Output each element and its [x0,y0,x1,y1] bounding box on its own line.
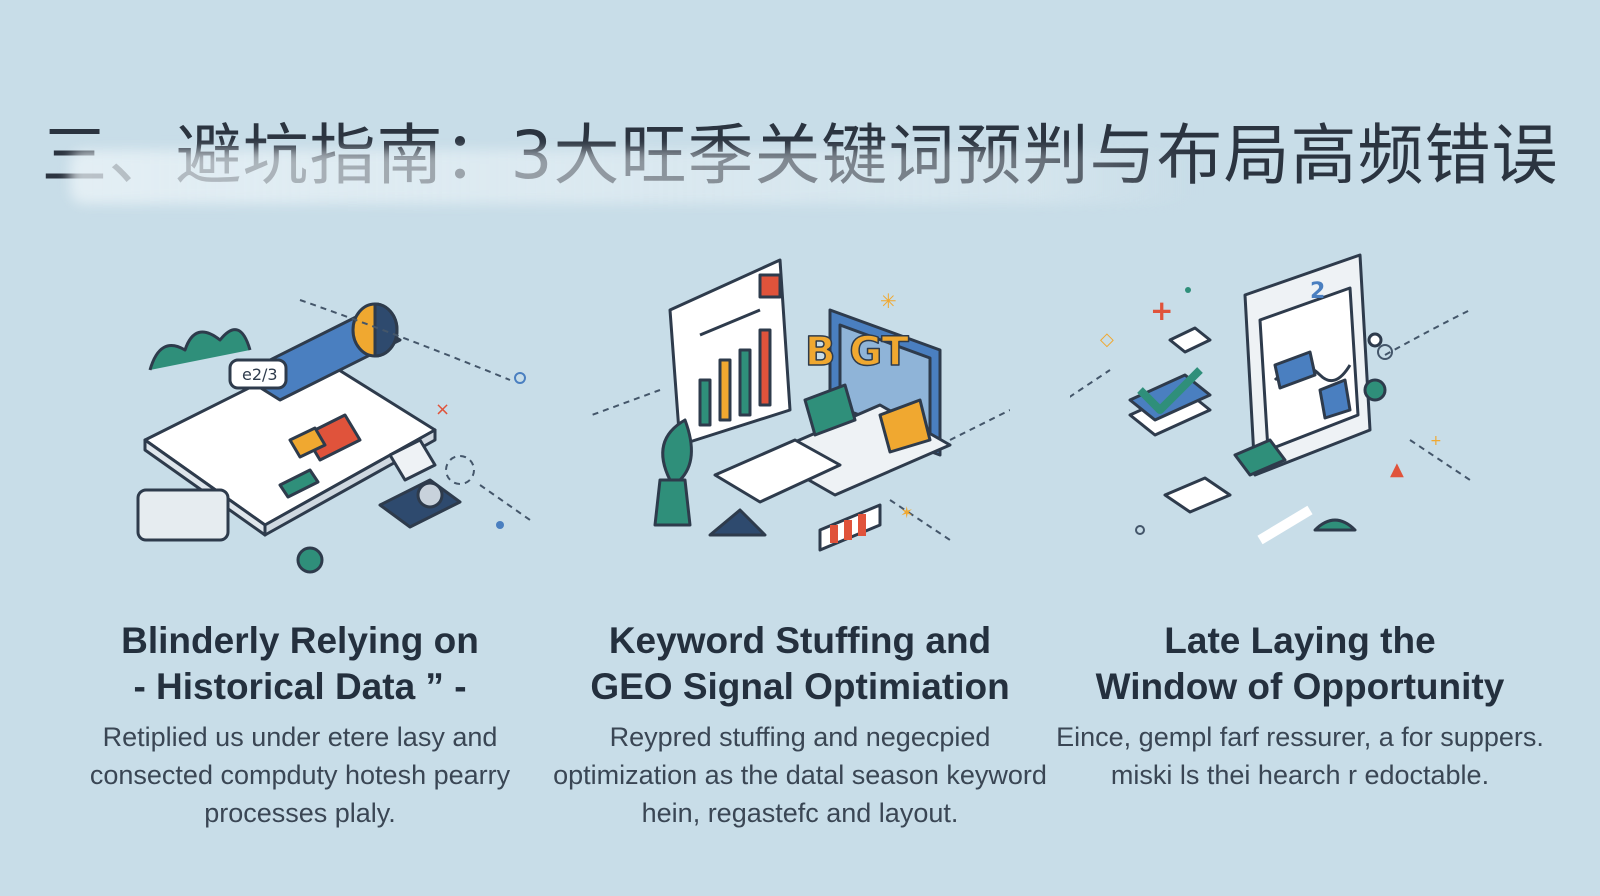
card-1: Blinderly Relying on - Historical Data ”… [40,618,560,832]
card-2-heading: Keyword Stuffing and GEO Signal Optimiat… [590,620,1010,707]
svg-text:+: + [1430,433,1442,449]
svg-text:▲: ▲ [1390,459,1404,480]
card-3: Late Laying the Window of Opportunity Ei… [1040,618,1560,794]
monitor-chart-icon: B GT ✳ ✶ [590,258,1010,552]
badge-number: 2 [1310,279,1325,304]
desktop-chart-icon: + 2 ◇ ▲ + [1070,253,1471,545]
card-2: Keyword Stuffing and GEO Signal Optimiat… [540,618,1060,832]
card-1-body: Retiplied us under etere lasy and consec… [89,722,511,828]
card-3-heading: Late Laying the Window of Opportunity [1095,620,1505,707]
document-tablet-icon: e2/3 × [136,299,531,574]
card-1-heading: Blinderly Relying on - Historical Data ”… [121,620,479,707]
monitor-letters: B GT [805,329,910,375]
svg-text:◇: ◇ [1100,329,1114,350]
card-2-body: Reypred stuffing and negecpied optimizat… [553,722,1047,828]
tag-text: e2/3 [242,365,278,384]
blurred-subtitle [70,150,1200,204]
svg-text:✶: ✶ [900,503,913,522]
card-3-body: Eince, gempl farf ressurer, a for supper… [1056,722,1544,790]
svg-text:✳: ✳ [880,289,897,313]
svg-text:×: × [435,399,450,420]
svg-text:+: + [1150,294,1173,327]
